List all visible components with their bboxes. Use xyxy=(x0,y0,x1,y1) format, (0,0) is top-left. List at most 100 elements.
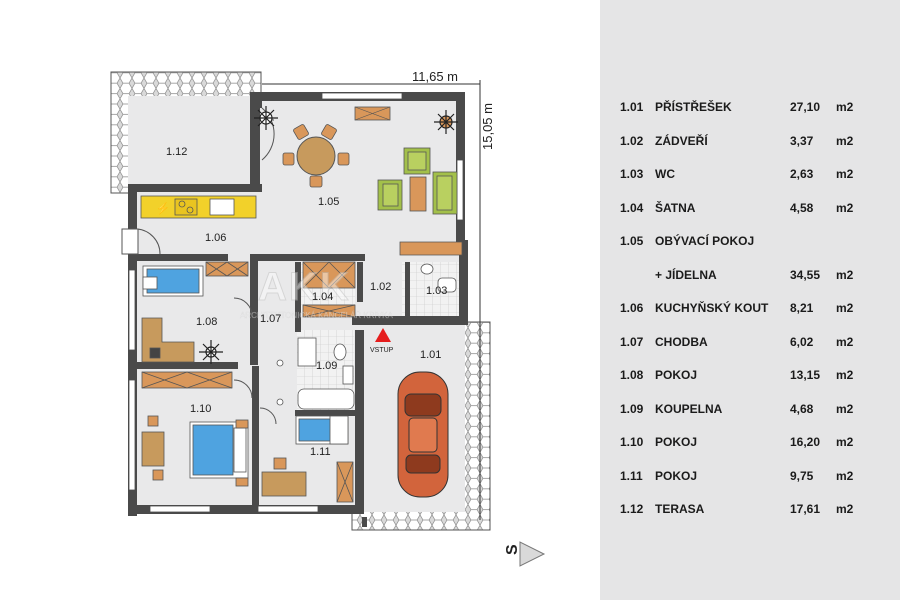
room-area: 3,37 xyxy=(790,133,814,148)
sofa-set xyxy=(377,147,458,215)
north-label: S xyxy=(504,544,521,555)
room-label-1-09: 1.09 xyxy=(316,360,337,372)
windows xyxy=(128,92,464,513)
wardrobe-1-08 xyxy=(205,261,249,277)
room-label-1-08: 1.08 xyxy=(196,316,217,328)
room-area: 16,20 xyxy=(790,435,821,449)
logo-subtitle: ARCHITEKTONICKÁ KANCELÁŘ KRIVKA xyxy=(240,311,393,320)
room-number: 1.01 xyxy=(620,100,644,114)
room-name: KOUPELNA xyxy=(655,401,723,416)
door-1-10 xyxy=(233,379,253,399)
room-number: 1.02 xyxy=(620,133,644,148)
room-row: 1.08 POKOJ 13,15 m2 xyxy=(600,368,900,388)
entry-label: VSTUP xyxy=(370,347,394,354)
room-row: 1.09 KOUPELNA 4,68 m2 xyxy=(600,402,900,422)
room-name: CHODBA xyxy=(655,334,708,349)
north-arrow-icon: S xyxy=(504,541,546,567)
room-area: 4,58 xyxy=(790,200,814,215)
side-door xyxy=(121,228,161,255)
room-label-1-05: 1.05 xyxy=(318,196,339,208)
room-row: 1.02 ZÁDVEŘÍ 3,37 m2 xyxy=(600,134,900,154)
room-area: 8,21 xyxy=(790,301,814,315)
room-area-unit: m2 xyxy=(836,401,854,416)
room-name: + JÍDELNA xyxy=(655,267,717,282)
room-area: 13,15 xyxy=(790,368,821,382)
room-area-unit: m2 xyxy=(836,301,854,315)
wardrobe xyxy=(302,261,356,318)
room-label-1-06: 1.06 xyxy=(205,232,226,244)
bed-1-11 xyxy=(295,415,349,445)
room-number: 1.11 xyxy=(620,468,643,483)
room-row: 1.04 ŠATNA 4,58 m2 xyxy=(600,201,900,221)
room-area-unit: m2 xyxy=(836,133,854,148)
room-number: 1.10 xyxy=(620,435,644,449)
room-row: 1.10 POKOJ 16,20 m2 xyxy=(600,435,900,455)
bathroom-fixtures xyxy=(297,337,355,410)
room-number: 1.03 xyxy=(620,167,644,181)
room-label-1-07: 1.07 xyxy=(260,313,281,325)
room-area-unit: m2 xyxy=(836,100,854,114)
corridor-fixtures xyxy=(276,359,284,406)
width-dimension-label: 11,65 m xyxy=(412,69,458,84)
room-row: 1.06 KUCHYŇSKÝ KOUT 8,21 m2 xyxy=(600,301,900,321)
room-number: 1.09 xyxy=(620,401,644,416)
room-row: 1.01 PŘÍSTŘEŠEK 27,10 m2 xyxy=(600,100,900,120)
room-name: TERASA xyxy=(655,502,705,516)
room-number: 1.12 xyxy=(620,502,644,516)
plant-icon xyxy=(254,106,278,130)
room-name: ZÁDVEŘÍ xyxy=(655,133,708,148)
desk-1-08 xyxy=(141,317,195,363)
plant-icon xyxy=(199,340,223,364)
depth-dimension-label: 15,05 m xyxy=(480,103,495,150)
desk-1-11 xyxy=(261,457,354,503)
room-area-unit: m2 xyxy=(836,368,854,382)
kitchen-counter: ⚡ xyxy=(140,195,257,219)
room-name: POKOJ xyxy=(655,468,698,483)
plant-icon xyxy=(434,110,458,134)
wc-fixtures xyxy=(420,263,457,293)
room-name: POKOJ xyxy=(655,368,698,382)
room-label-1-01: 1.01 xyxy=(420,349,441,361)
room-area: 27,10 xyxy=(790,100,821,114)
room-label-1-12: 1.12 xyxy=(166,146,187,158)
room-name: WC xyxy=(655,167,675,181)
room-area: 6,02 xyxy=(790,334,814,349)
room-area: 17,61 xyxy=(790,502,821,516)
room-area-unit: m2 xyxy=(836,435,854,449)
logo: AKK ARCHITEKTONICKÁ KANCELÁŘ KRIVKA xyxy=(240,265,394,321)
room-label-1-02: 1.02 xyxy=(370,281,391,293)
room-label-1-10: 1.10 xyxy=(190,403,211,415)
dining-table xyxy=(282,124,350,188)
room-number: 1.08 xyxy=(620,368,644,382)
room-label-1-11: 1.11 xyxy=(310,446,331,458)
room-number: 1.04 xyxy=(620,200,644,215)
room-name: POKOJ xyxy=(655,435,698,449)
room-label-1-04: 1.04 xyxy=(312,291,333,303)
room-area-unit: m2 xyxy=(836,200,854,215)
entry-bench xyxy=(399,241,463,256)
room-name: PŘÍSTŘEŠEK xyxy=(655,100,732,114)
bed-1-08 xyxy=(142,265,204,297)
room-area-unit: m2 xyxy=(836,267,854,282)
floor-plan: 11,65 m 15,05 m xyxy=(110,69,546,567)
room-number: 1.06 xyxy=(620,301,644,315)
room-number: 1.07 xyxy=(620,334,644,349)
svg-text:⚡: ⚡ xyxy=(156,202,170,215)
room-name: ŠATNA xyxy=(655,200,696,215)
desk-1-10 xyxy=(141,415,165,481)
door-1-08 xyxy=(233,297,253,317)
car-icon xyxy=(397,371,449,498)
room-area: 9,75 xyxy=(790,468,814,483)
room-name: OBÝVACÍ POKOJ xyxy=(655,234,755,248)
room-area-unit: m2 xyxy=(836,502,854,516)
bed-1-10 xyxy=(189,419,249,487)
logo-text: AKK xyxy=(258,265,351,309)
door-1-11 xyxy=(259,407,277,425)
room-area: 4,68 xyxy=(790,401,814,416)
room-name: KUCHYŇSKÝ KOUT xyxy=(655,301,769,315)
